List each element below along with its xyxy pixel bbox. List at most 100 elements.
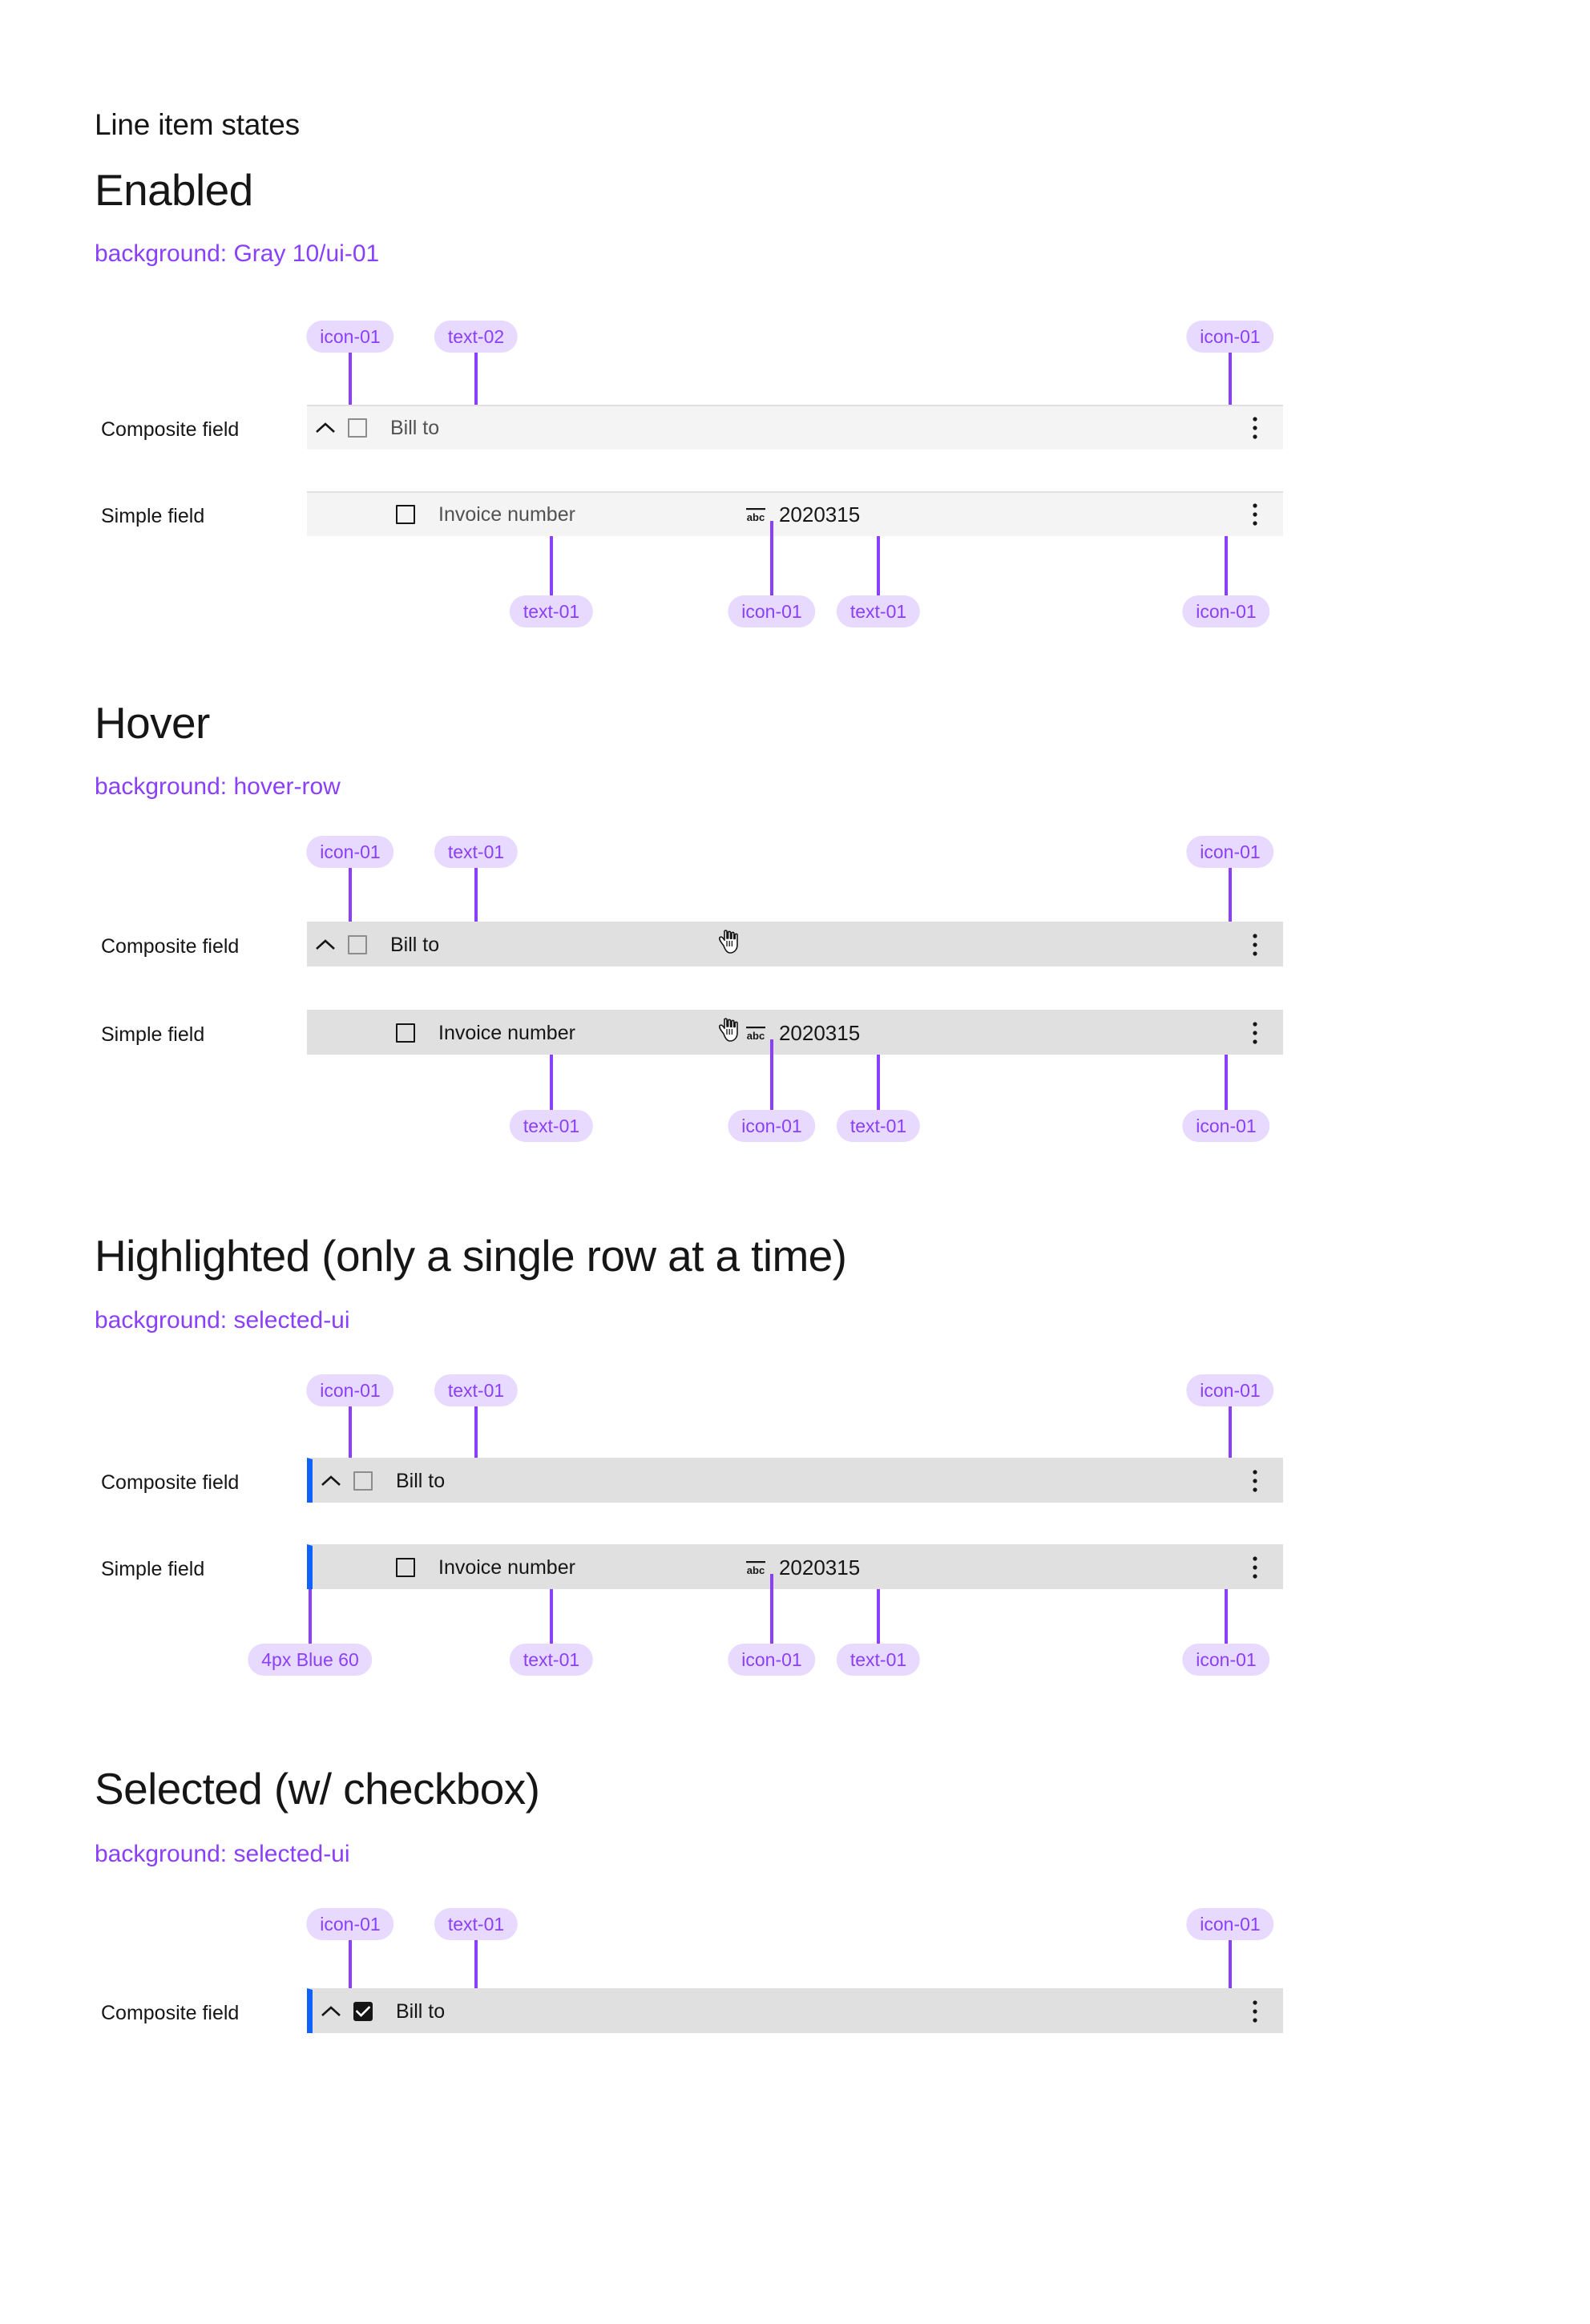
svg-text:abc: abc xyxy=(747,1030,765,1041)
annotation-pill-text-01: text-01 xyxy=(434,1374,519,1406)
annotation-leader-line xyxy=(770,1574,773,1653)
section-subtitle-enabled: background: Gray 10/ui-01 xyxy=(95,240,380,267)
field-value-invoice-number: 2020315 xyxy=(778,1555,861,1580)
chevron-up-icon[interactable] xyxy=(307,938,344,951)
field-label-bill-to: Bill to xyxy=(390,416,440,439)
row-checkbox-simple[interactable] xyxy=(395,1023,416,1043)
annotation-pill-text-01: text-01 xyxy=(509,1644,594,1676)
annotation-pill-icon-01: icon-01 xyxy=(728,1644,816,1676)
annotation-leader-line xyxy=(1225,1589,1228,1653)
row-checkbox-simple[interactable] xyxy=(395,1557,416,1578)
annotation-pill-text-01: text-01 xyxy=(434,1908,519,1940)
annotation-pill-text-01: text-01 xyxy=(836,595,921,627)
line-item-row-hover-simple[interactable]: Invoice number abc 2020315 xyxy=(307,1010,1283,1055)
field-value-invoice-number: 2020315 xyxy=(778,1020,861,1045)
annotation-pill-icon-01: icon-01 xyxy=(728,1110,816,1142)
hand-cursor-icon xyxy=(716,1016,741,1043)
section-title-hover: Hover xyxy=(95,698,210,748)
annotation-leader-line xyxy=(1229,353,1232,425)
annotation-leader-line xyxy=(550,1589,553,1653)
hand-cursor-icon xyxy=(716,928,741,955)
row-label-simple-field: Simple field xyxy=(101,1023,205,1046)
annotation-pill-text-01: text-01 xyxy=(836,1644,921,1676)
annotation-leader-line xyxy=(1229,1406,1232,1479)
field-label-invoice-number: Invoice number xyxy=(438,502,575,526)
overflow-menu-icon[interactable] xyxy=(1227,406,1283,450)
overflow-menu-icon[interactable] xyxy=(1227,1459,1283,1503)
annotation-pill-icon-01: icon-01 xyxy=(728,595,816,627)
annotation-leader-line xyxy=(877,536,880,600)
line-item-row-highlighted-composite[interactable]: Bill to xyxy=(307,1458,1283,1503)
annotation-leader-line xyxy=(1225,536,1228,600)
annotation-pill-text-01: text-01 xyxy=(509,595,594,627)
row-label-composite-field: Composite field xyxy=(101,418,240,441)
annotation-leader-line xyxy=(877,1589,880,1653)
annotation-pill-icon-01: icon-01 xyxy=(306,321,394,353)
field-label-invoice-number: Invoice number xyxy=(438,1021,575,1044)
row-label-composite-field: Composite field xyxy=(101,2002,240,2024)
annotation-leader-line xyxy=(1229,1940,1232,2012)
section-subtitle-selected: background: selected-ui xyxy=(95,1841,350,1867)
annotation-leader-line xyxy=(1225,1055,1228,1119)
annotation-pill-icon-01: icon-01 xyxy=(306,836,394,868)
field-label-bill-to: Bill to xyxy=(396,1469,446,1492)
line-item-row-selected-composite[interactable]: Bill to xyxy=(307,1988,1283,2033)
line-item-row-hover-composite[interactable]: Bill to xyxy=(307,922,1283,966)
row-label-composite-field: Composite field xyxy=(101,1471,240,1494)
annotation-pill-text-01: text-01 xyxy=(836,1110,921,1142)
annotation-pill-icon-01: icon-01 xyxy=(1182,595,1270,627)
annotation-pill-icon-01: icon-01 xyxy=(1182,1110,1270,1142)
annotation-leader-line xyxy=(474,353,478,430)
page-title: Line item states xyxy=(95,108,300,141)
annotation-leader-line xyxy=(349,353,352,409)
line-item-row-enabled-simple[interactable]: Invoice number abc 2020315 xyxy=(307,491,1283,536)
annotation-leader-line xyxy=(474,1406,478,1485)
annotation-leader-line xyxy=(550,1055,553,1119)
field-label-bill-to: Bill to xyxy=(396,1999,446,2023)
annotation-leader-line xyxy=(349,1406,352,1465)
field-value-invoice-number: 2020315 xyxy=(778,502,861,527)
overflow-menu-icon[interactable] xyxy=(1227,493,1283,536)
annotation-leader-line xyxy=(1229,868,1232,940)
row-label-composite-field: Composite field xyxy=(101,935,240,958)
abc-icon: abc xyxy=(745,506,766,522)
annotation-leader-line xyxy=(877,1055,880,1119)
chevron-up-icon[interactable] xyxy=(307,422,344,434)
annotation-leader-line xyxy=(474,1940,478,2019)
row-checkbox-composite-checked[interactable] xyxy=(353,2001,373,2022)
annotation-pill-text-01: text-01 xyxy=(434,836,519,868)
annotation-pill-text-01: text-01 xyxy=(509,1110,594,1142)
annotation-pill-text-02: text-02 xyxy=(434,321,519,353)
annotation-pill-icon-01: icon-01 xyxy=(1186,1374,1274,1406)
annotation-leader-line xyxy=(474,868,478,946)
line-item-row-enabled-composite[interactable]: Bill to xyxy=(307,405,1283,450)
row-checkbox-simple[interactable] xyxy=(395,504,416,525)
section-subtitle-highlighted: background: selected-ui xyxy=(95,1307,350,1333)
annotation-pill-icon-01: icon-01 xyxy=(1186,1908,1274,1940)
annotation-leader-line xyxy=(349,868,352,926)
line-item-row-highlighted-simple[interactable]: Invoice number abc 2020315 xyxy=(307,1544,1283,1589)
overflow-menu-icon[interactable] xyxy=(1227,1011,1283,1055)
chevron-up-icon[interactable] xyxy=(313,1475,349,1487)
field-label-invoice-number: Invoice number xyxy=(438,1555,575,1579)
overflow-menu-icon[interactable] xyxy=(1227,1990,1283,2033)
annotation-pill-icon-01: icon-01 xyxy=(1186,836,1274,868)
overflow-menu-icon[interactable] xyxy=(1227,1546,1283,1589)
row-checkbox-composite[interactable] xyxy=(353,1471,373,1491)
row-label-simple-field: Simple field xyxy=(101,1558,205,1580)
row-checkbox-composite[interactable] xyxy=(347,934,368,955)
section-title-highlighted: Highlighted (only a single row at a time… xyxy=(95,1231,847,1281)
overflow-menu-icon[interactable] xyxy=(1227,923,1283,966)
abc-icon: abc xyxy=(745,1025,766,1041)
annotation-pill-icon-01: icon-01 xyxy=(1182,1644,1270,1676)
chevron-up-icon[interactable] xyxy=(313,2005,349,2018)
annotation-pill-icon-01: icon-01 xyxy=(1186,321,1274,353)
annotation-pill-icon-01: icon-01 xyxy=(306,1908,394,1940)
annotation-pill-blue-border: 4px Blue 60 xyxy=(248,1644,373,1676)
section-title-selected: Selected (w/ checkbox) xyxy=(95,1764,540,1814)
abc-icon: abc xyxy=(745,1559,766,1576)
row-checkbox-composite[interactable] xyxy=(347,418,368,438)
annotation-pill-icon-01: icon-01 xyxy=(306,1374,394,1406)
section-title-enabled: Enabled xyxy=(95,165,253,215)
annotation-leader-line xyxy=(770,521,773,600)
